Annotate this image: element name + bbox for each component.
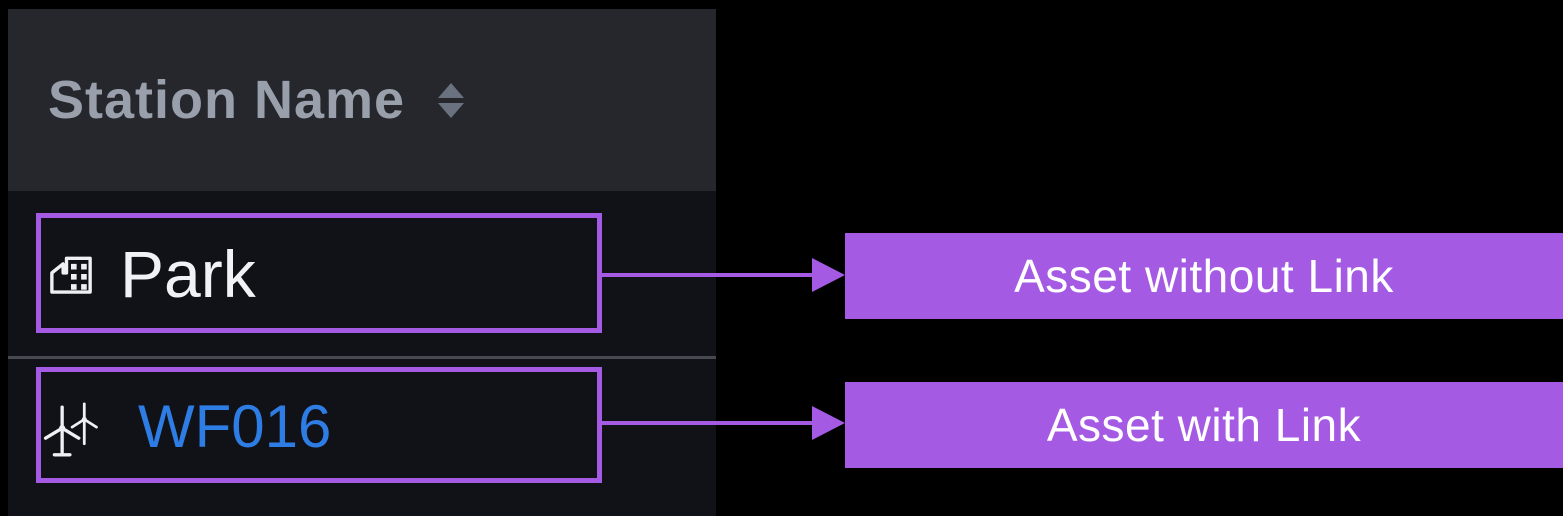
row-divider — [8, 356, 716, 359]
station-link-wf016[interactable]: WF016 — [138, 392, 332, 460]
station-name-park: Park — [120, 237, 256, 311]
wind-turbine-icon — [40, 392, 102, 460]
table-row-wf016[interactable]: WF016 — [40, 378, 590, 474]
arrow-head-icon-1 — [812, 258, 845, 292]
annotation-label: Asset without Link — [1014, 250, 1394, 302]
table-row-park[interactable]: Park — [44, 224, 594, 324]
station-name-column-header[interactable]: Station Name — [8, 9, 716, 191]
annotation-box-asset-without-link: Asset without Link — [845, 233, 1563, 319]
annotation-label: Asset with Link — [1046, 399, 1362, 451]
column-header-label: Station Name — [48, 70, 406, 130]
arrow-line-1 — [602, 273, 816, 277]
factory-icon — [44, 247, 98, 301]
sort-updown-icon[interactable] — [437, 82, 465, 118]
arrow-head-icon-2 — [812, 406, 845, 440]
arrow-line-2 — [602, 421, 816, 425]
annotation-box-asset-with-link: Asset with Link — [845, 382, 1563, 468]
